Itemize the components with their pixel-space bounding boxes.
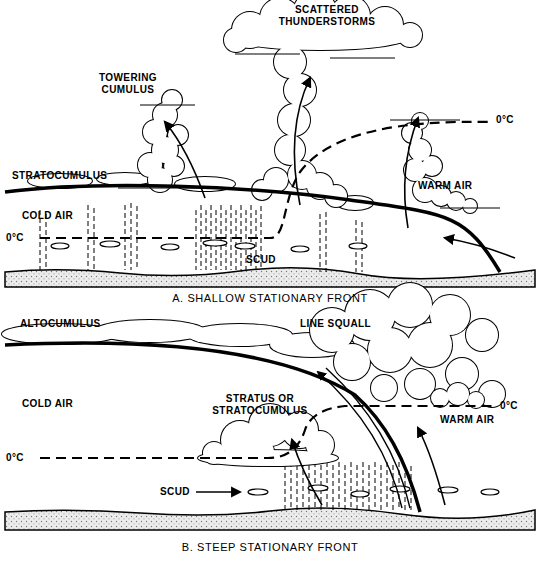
text-label: COLD AIR	[22, 398, 112, 410]
text-label: SCUD	[160, 486, 200, 498]
text-label: ALTOCUMULUS	[20, 318, 130, 330]
ground	[5, 268, 535, 287]
text-label: SCATTERED THUNDERSTORMS	[272, 4, 382, 28]
cloud-masses	[2, 283, 505, 466]
text-label: STRATOCUMULUS	[12, 170, 122, 182]
air-flow-arrows	[165, 78, 515, 258]
text-label: 0°C	[6, 232, 40, 244]
text-label: COLD AIR	[22, 210, 112, 222]
air-flow-arrows	[196, 428, 445, 505]
text-label: TOWERING CUMULUS	[92, 72, 164, 96]
scud-clouds	[51, 240, 367, 252]
ground	[5, 508, 535, 530]
cumulus-clouds	[28, 0, 477, 213]
frontal-surface	[5, 343, 420, 512]
frontal-flow	[318, 372, 402, 508]
panel-caption: A. SHALLOW STATIONARY FRONT	[70, 292, 470, 304]
frontal-flow	[326, 368, 410, 508]
text-label: WARM AIR	[418, 180, 488, 192]
text-label: 0°C	[6, 452, 40, 464]
freezing-level	[40, 122, 492, 238]
text-label: STRATUS OR STRATOCUMULUS	[205, 393, 315, 417]
text-label: 0°C	[500, 400, 540, 412]
panel-caption: B. STEEP STATIONARY FRONT	[70, 541, 470, 553]
text-label: 0°C	[496, 114, 536, 126]
scud-clouds	[248, 485, 499, 497]
text-label: SCUD	[246, 254, 296, 266]
frontal-surface	[5, 186, 500, 272]
text-label: WARM AIR	[440, 414, 510, 426]
text-label: LINE SQUALL	[300, 318, 400, 330]
